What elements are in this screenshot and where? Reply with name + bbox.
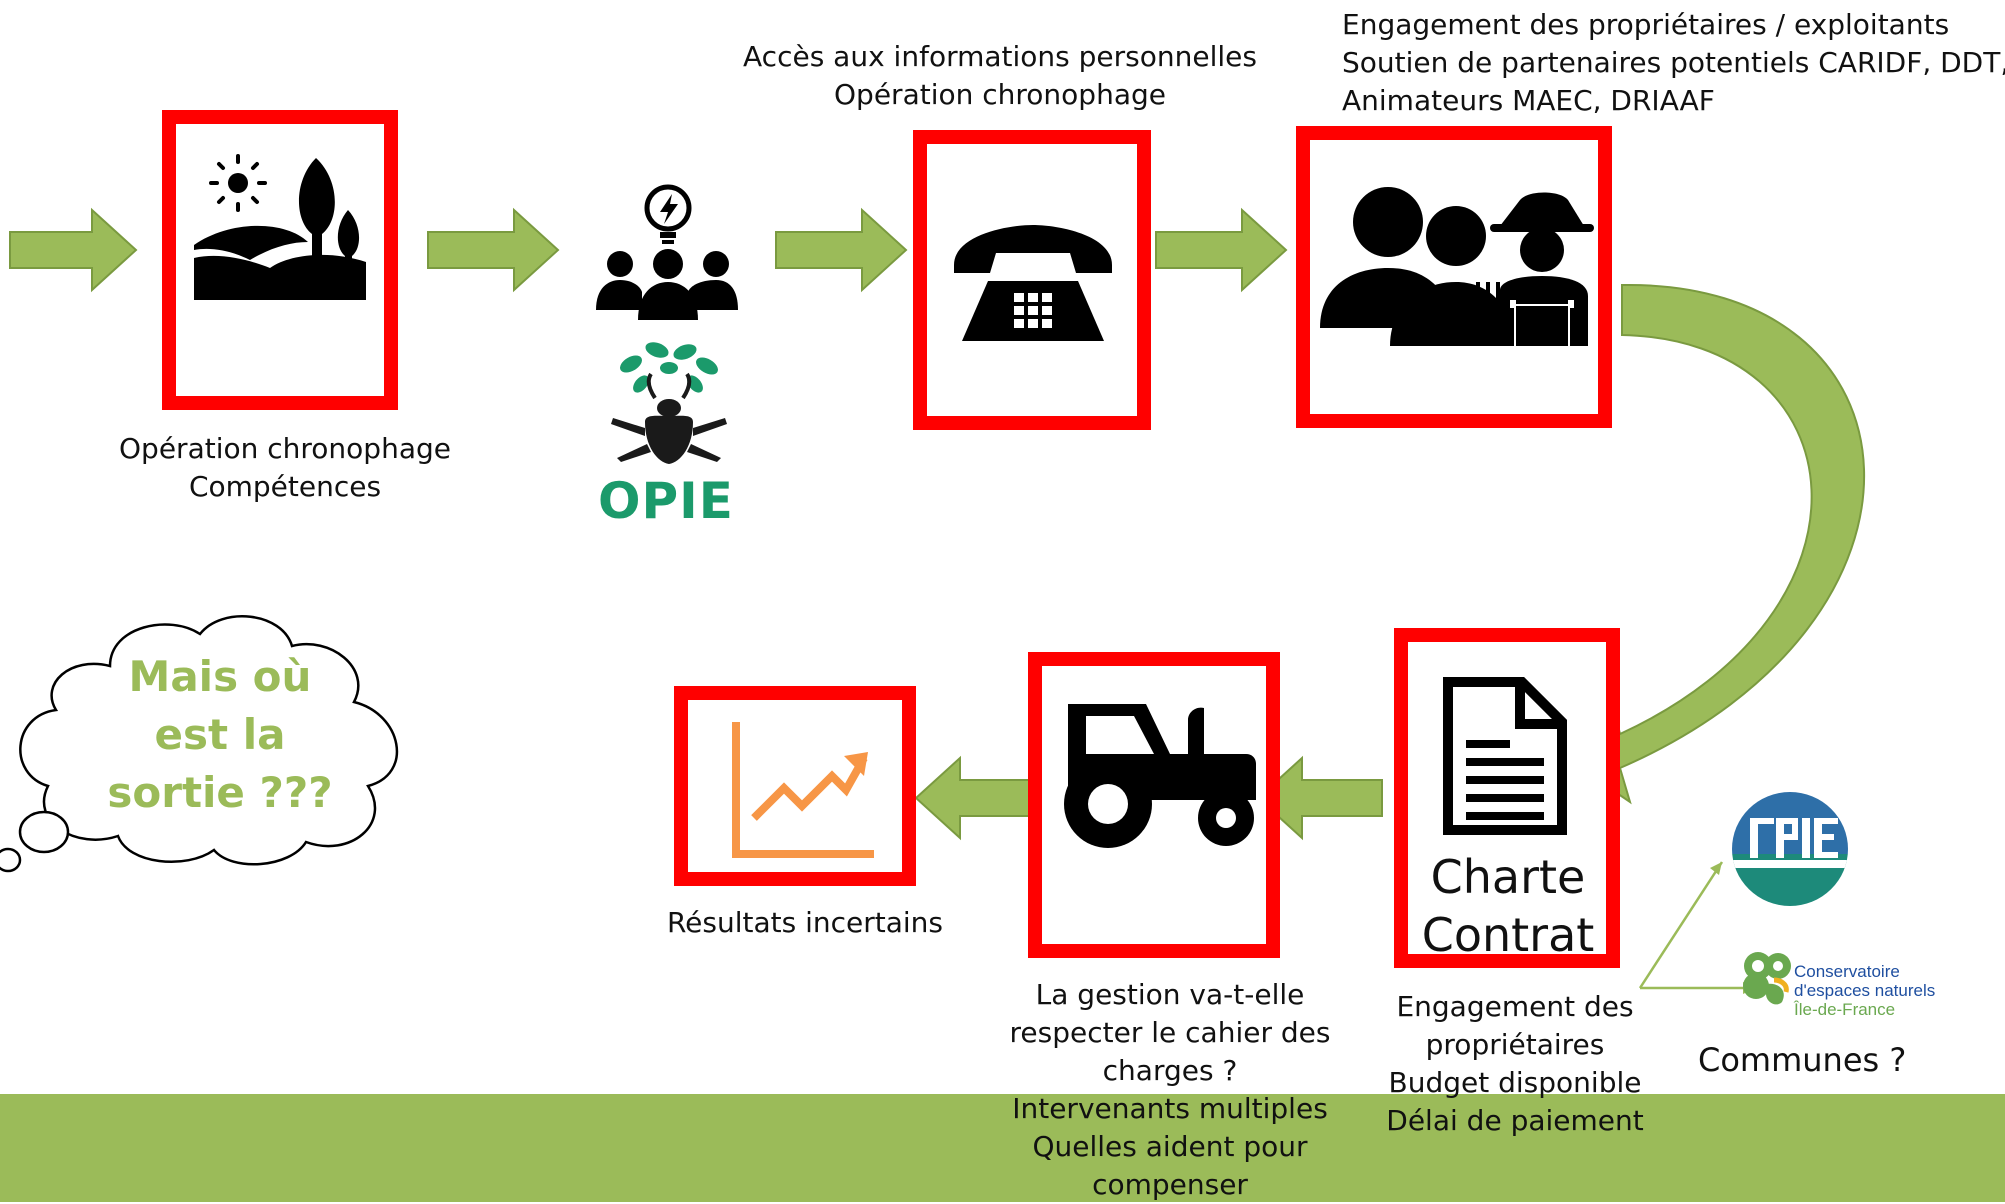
landscape-icon — [194, 154, 366, 300]
charte-box-text: Charte Contrat — [1410, 848, 1606, 964]
footer-band — [0, 1094, 2005, 1202]
step-landscape-caption: Opération chronophage Compétences — [100, 430, 470, 506]
charte-line: Contrat — [1421, 908, 1595, 962]
caption-line: Engagement des — [1396, 990, 1634, 1023]
thought-cloud — [0, 615, 399, 873]
cloud-line: sortie ??? — [107, 768, 333, 817]
rising-chart-icon — [732, 722, 874, 858]
caption-line: propriétaires — [1425, 1028, 1605, 1061]
step-results-caption: Résultats incertains — [620, 904, 990, 942]
tractor-icon — [1064, 704, 1256, 848]
caption-line: respecter le cahier des — [1009, 1016, 1331, 1049]
caption-line: Opération chronophage — [119, 432, 451, 465]
caption-line: La gestion va-t-elle — [1035, 978, 1305, 1011]
arrow-to-opie — [427, 207, 560, 293]
cen-clover-icon — [1743, 952, 1791, 1005]
step-phone-caption: Accès aux informations personnelles Opér… — [700, 38, 1300, 114]
step-people-box — [1296, 126, 1612, 428]
cen-line: Île-de-France — [1794, 1000, 1896, 1019]
document-icon — [1443, 677, 1567, 835]
caption-line: Compétences — [188, 470, 382, 503]
caption-line: Quelles aident pour — [1032, 1130, 1308, 1163]
caption-line: Budget disponible — [1388, 1066, 1642, 1099]
opie-logo-text: OPIE — [598, 472, 734, 530]
connector-arrowhead-cpie — [1710, 862, 1722, 875]
people-farmer-icon — [1320, 187, 1594, 346]
cen-line: d'espaces naturels — [1794, 981, 1936, 1000]
caption-line: Intervenants multiples — [1012, 1092, 1328, 1125]
caption-line: Résultats incertains — [666, 906, 944, 939]
team-idea-icon — [596, 184, 738, 320]
cpie-logo — [1732, 792, 1848, 906]
partner-connectors — [1638, 861, 1750, 990]
arrow-to-landscape — [9, 207, 138, 293]
charte-line: Charte — [1430, 850, 1586, 904]
cen-logo-text: Conservatoire d'espaces naturels Île-de-… — [1794, 962, 1994, 1019]
step-phone-box — [913, 130, 1151, 430]
step-people-caption: Engagement des propriétaires / exploitan… — [1342, 6, 2005, 120]
cloud-text: Mais où est la sortie ??? — [90, 648, 350, 822]
caption-line: Soutien de partenaires potentiels CARIDF… — [1342, 46, 2005, 79]
step-tractor-caption: La gestion va-t-elle respecter le cahier… — [990, 976, 1350, 1204]
opie-beetle-icon — [611, 342, 727, 464]
cloud-line: est la — [154, 710, 286, 759]
telephone-icon — [954, 225, 1112, 341]
caption-line: Opération chronophage — [834, 78, 1166, 111]
caption-line: charges ? — [1102, 1054, 1238, 1087]
arrow-to-phone — [775, 207, 908, 293]
curved-arrow — [1566, 283, 1865, 805]
arrow-to-results — [914, 755, 1045, 841]
cen-line: Conservatoire — [1794, 962, 1900, 981]
step-charte-box — [1394, 628, 1620, 968]
arrow-to-people — [1155, 207, 1288, 293]
arrow-to-tractor — [1256, 755, 1383, 841]
step-charte-caption: Engagement des propriétaires Budget disp… — [1370, 988, 1660, 1140]
cloud-line: Mais où — [128, 652, 312, 701]
caption-line: compenser — [1092, 1168, 1248, 1201]
caption-line: Accès aux informations personnelles — [743, 40, 1257, 73]
caption-line: Animateurs MAEC, DRIAAF — [1342, 84, 1715, 117]
caption-line: Délai de paiement — [1386, 1104, 1644, 1137]
communes-label: Communes ? — [1698, 1041, 1907, 1079]
caption-line: Engagement des propriétaires / exploitan… — [1342, 8, 1950, 41]
